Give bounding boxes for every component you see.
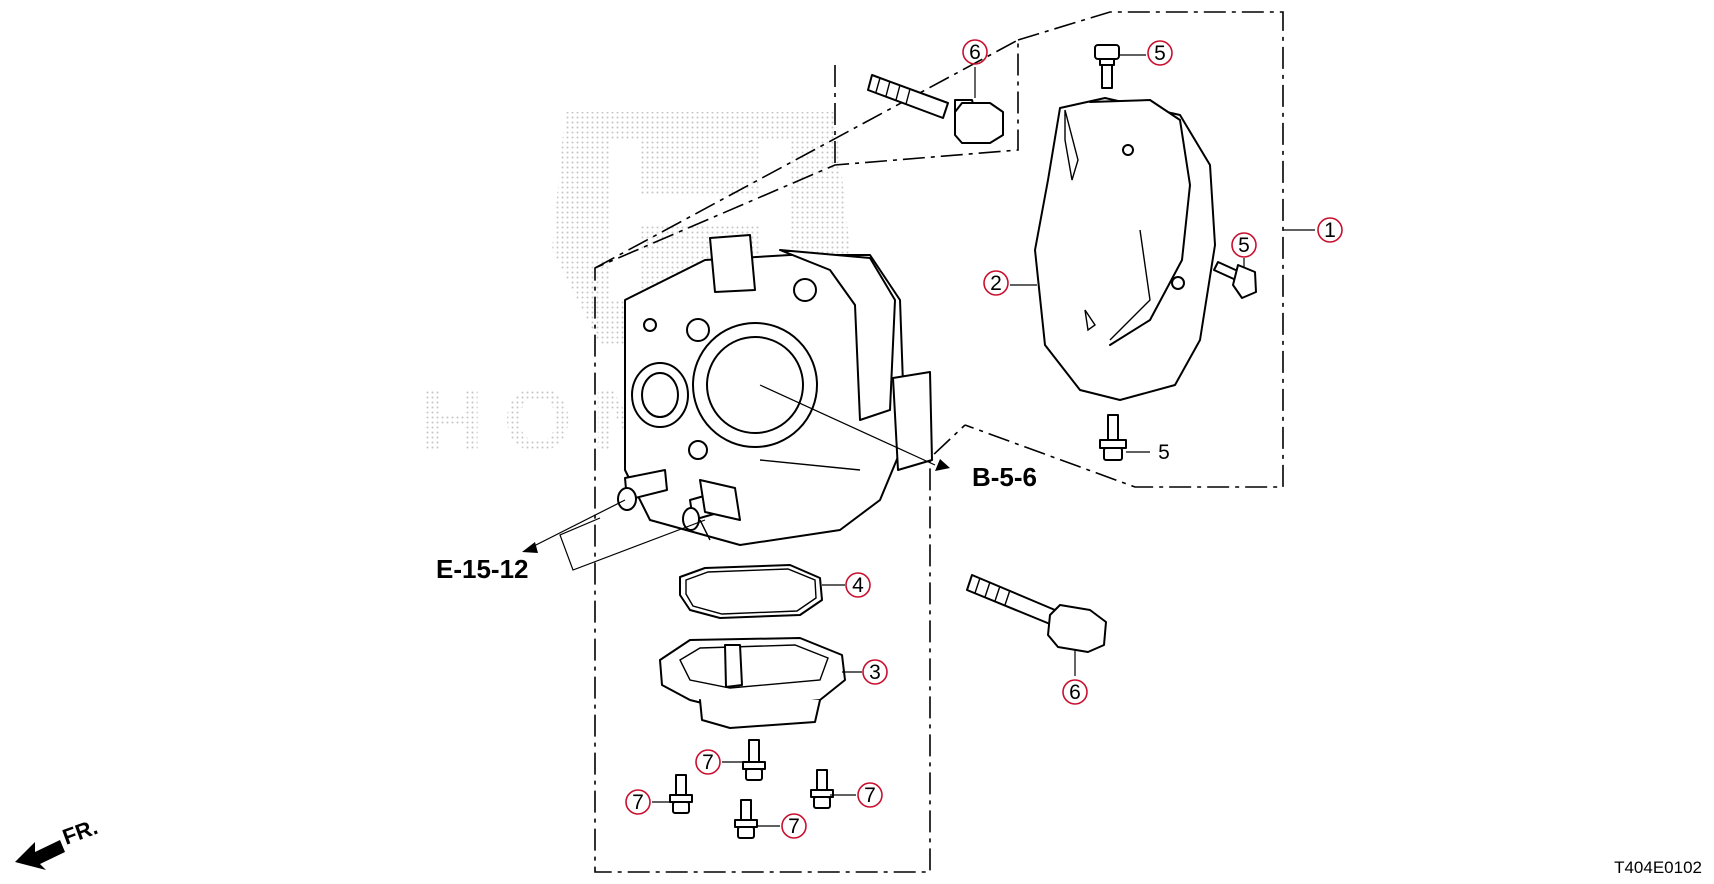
svg-text:2: 2 <box>990 272 1002 295</box>
bolt-6-lower <box>966 574 1107 653</box>
front-indicator: FR. <box>15 814 101 870</box>
svg-text:6: 6 <box>1069 681 1081 704</box>
bolt-5-bottom <box>1099 414 1127 461</box>
gasket <box>679 564 823 619</box>
reference-e-15-12[interactable]: E-15-12 <box>436 554 529 584</box>
svg-text:7: 7 <box>632 791 644 814</box>
callout-7-d[interactable]: 7 <box>781 813 807 839</box>
svg-text:7: 7 <box>788 815 800 838</box>
throttle-body <box>617 234 933 546</box>
bolt-7-a <box>742 739 766 781</box>
throttle-cover <box>1034 97 1216 401</box>
honda-logo-mark <box>552 112 850 345</box>
callout-1[interactable]: 1 <box>1317 217 1343 243</box>
front-arrow-icon <box>15 840 65 870</box>
callout-7-b[interactable]: 7 <box>625 789 651 815</box>
bolt-7-c <box>810 769 834 809</box>
arrow-e-15-12 <box>522 542 538 553</box>
bolt-6-top <box>867 74 1004 144</box>
callout-5-top[interactable]: 5 <box>1147 40 1173 66</box>
base-cover <box>659 637 846 729</box>
assembly-boundary-right <box>834 11 1284 488</box>
svg-text:7: 7 <box>702 751 714 774</box>
svg-text:5: 5 <box>1238 234 1250 257</box>
svg-text:1: 1 <box>1324 219 1336 242</box>
front-label: FR. <box>59 814 101 850</box>
bolt-7-b <box>669 774 693 814</box>
bolt-7-d <box>734 799 758 839</box>
svg-text:5: 5 <box>1154 42 1166 65</box>
callout-4[interactable]: 4 <box>845 572 871 598</box>
callout-7-c[interactable]: 7 <box>857 782 883 808</box>
drawing-code: T404E0102 <box>1614 858 1702 877</box>
leader-lines <box>529 54 1315 827</box>
svg-text:4: 4 <box>852 574 864 597</box>
callout-6-top[interactable]: 6 <box>962 39 988 65</box>
callout-7-a[interactable]: 7 <box>695 749 721 775</box>
arrow-b-5-6 <box>935 459 950 471</box>
callout-5-side[interactable]: 5 <box>1231 232 1257 258</box>
callout-6-lower[interactable]: 6 <box>1062 679 1088 705</box>
bolt-5-side <box>1213 261 1257 299</box>
svg-text:6: 6 <box>969 41 981 64</box>
reference-b-5-6[interactable]: B-5-6 <box>972 462 1037 492</box>
svg-text:3: 3 <box>869 661 881 684</box>
svg-text:7: 7 <box>864 784 876 807</box>
assembly-boundary-left <box>594 38 1019 873</box>
callout-2[interactable]: 2 <box>983 270 1009 296</box>
callout-5-bottom[interactable]: 5 <box>1158 441 1170 464</box>
svg-text:5: 5 <box>1158 441 1170 464</box>
bolt-5-top <box>1094 44 1120 89</box>
callout-3[interactable]: 3 <box>862 659 888 685</box>
